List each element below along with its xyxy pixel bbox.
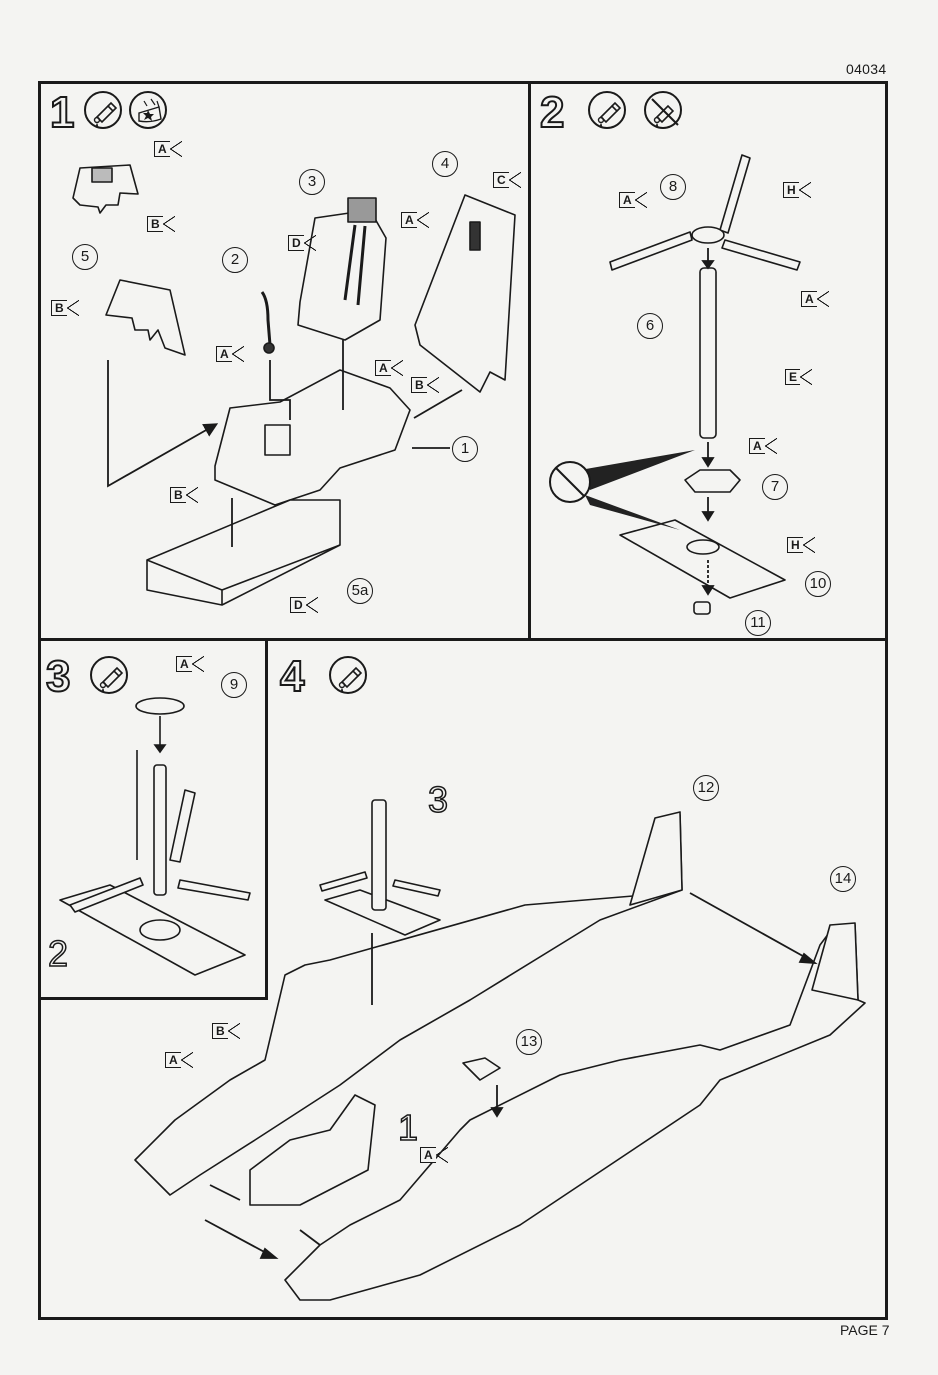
subassembly-ref-2: 2 [47, 933, 69, 974]
part-4-side-panel [414, 194, 516, 393]
color-flag-c: C [493, 171, 521, 188]
rotor-blade [319, 871, 368, 892]
color-flag-a: A [154, 140, 182, 157]
color-flag-a: A [216, 345, 244, 362]
part-callout-8: 8 [660, 174, 686, 200]
part-2-stick [260, 291, 272, 346]
part-callout-3: 3 [299, 169, 325, 195]
part-callout-5a: 5a [347, 578, 373, 604]
rotor-blade [392, 879, 441, 897]
part-1-cockpit-assembly [249, 1094, 376, 1206]
rotor-blade [69, 877, 144, 913]
step-2-number: 2 [539, 88, 566, 137]
color-flag-d: D [290, 596, 318, 613]
part-9-swashplate [135, 697, 185, 715]
part-callout-2: 2 [222, 247, 248, 273]
subassembly-ref-1: 1 [397, 1107, 419, 1148]
color-flag-b: B [147, 215, 175, 232]
part-5-console [105, 279, 186, 356]
part-13-panel [462, 1057, 501, 1081]
rotor-mast [153, 764, 167, 896]
document-code: 04034 [846, 61, 887, 77]
color-flag-a: A [176, 655, 204, 672]
rotor-blade [169, 789, 196, 863]
color-flag-a: A [749, 437, 777, 454]
part-8-rotor-blade [719, 154, 751, 234]
divider-row1-row2 [38, 638, 888, 641]
part-callout-11: 11 [745, 610, 771, 636]
no-glue-pointer [580, 450, 695, 530]
part-callout-12: 12 [693, 775, 719, 801]
no-glue-icon [644, 91, 682, 129]
rotor-stand [324, 889, 441, 936]
glue-tube-icon [84, 91, 122, 129]
color-flag-a: A [165, 1051, 193, 1068]
color-flag-b: B [411, 376, 439, 393]
part-callout-14: 14 [830, 866, 856, 892]
glue-tube-icon [90, 656, 128, 694]
color-flag-b: B [170, 486, 198, 503]
part-8-rotor-blade [721, 239, 801, 271]
step-4-number: 4 [279, 652, 306, 701]
part-callout-9: 9 [221, 672, 247, 698]
part-callout-6: 6 [637, 313, 663, 339]
part-callout-7: 7 [762, 474, 788, 500]
color-flag-a: A [619, 191, 647, 208]
part-callout-10: 10 [805, 571, 831, 597]
glue-tube-icon [329, 656, 367, 694]
part-11-bushing [693, 601, 711, 615]
part-8-rotor-blade [609, 231, 693, 271]
subassembly-ref-3: 3 [427, 779, 449, 820]
no-glue-icon [549, 461, 591, 503]
color-flag-a: A [375, 359, 403, 376]
color-flag-a: A [420, 1146, 448, 1163]
part-1-cockpit-tub [214, 369, 411, 506]
instruction-frame [38, 81, 888, 1320]
part-7-swashplate [684, 469, 741, 493]
color-flag-h: H [787, 536, 815, 553]
color-flag-d: D [288, 234, 316, 251]
instrument-panel [72, 164, 139, 214]
stand-pedestal [139, 919, 181, 941]
part-callout-4: 4 [432, 151, 458, 177]
color-flag-e: E [785, 368, 813, 385]
rotor-mast [371, 799, 387, 911]
glue-tube-icon [588, 91, 626, 129]
color-flag-b: B [212, 1022, 240, 1039]
decal-sheet-icon [129, 91, 167, 129]
step-1-number: 1 [49, 88, 76, 137]
part-callout-5: 5 [72, 244, 98, 270]
divider-step3-step4 [265, 641, 268, 999]
rotor-blade [177, 879, 251, 901]
color-flag-a: A [801, 290, 829, 307]
part-12-tail-fin [629, 811, 683, 906]
part-10-stand-base [619, 519, 786, 599]
divider-step1-step2 [528, 81, 531, 641]
part-8-rotor-hub [691, 226, 725, 244]
part-14-tail-fin [811, 922, 859, 1001]
divider-step3-bottom [38, 997, 268, 1000]
step-3-number: 3 [45, 652, 72, 701]
color-flag-a: A [401, 211, 429, 228]
page-number: PAGE 7 [840, 1322, 890, 1338]
color-flag-h: H [783, 181, 811, 198]
part-callout-13: 13 [516, 1029, 542, 1055]
stand-pedestal [686, 539, 720, 555]
part-callout-1: 1 [452, 436, 478, 462]
color-flag-b: B [51, 299, 79, 316]
